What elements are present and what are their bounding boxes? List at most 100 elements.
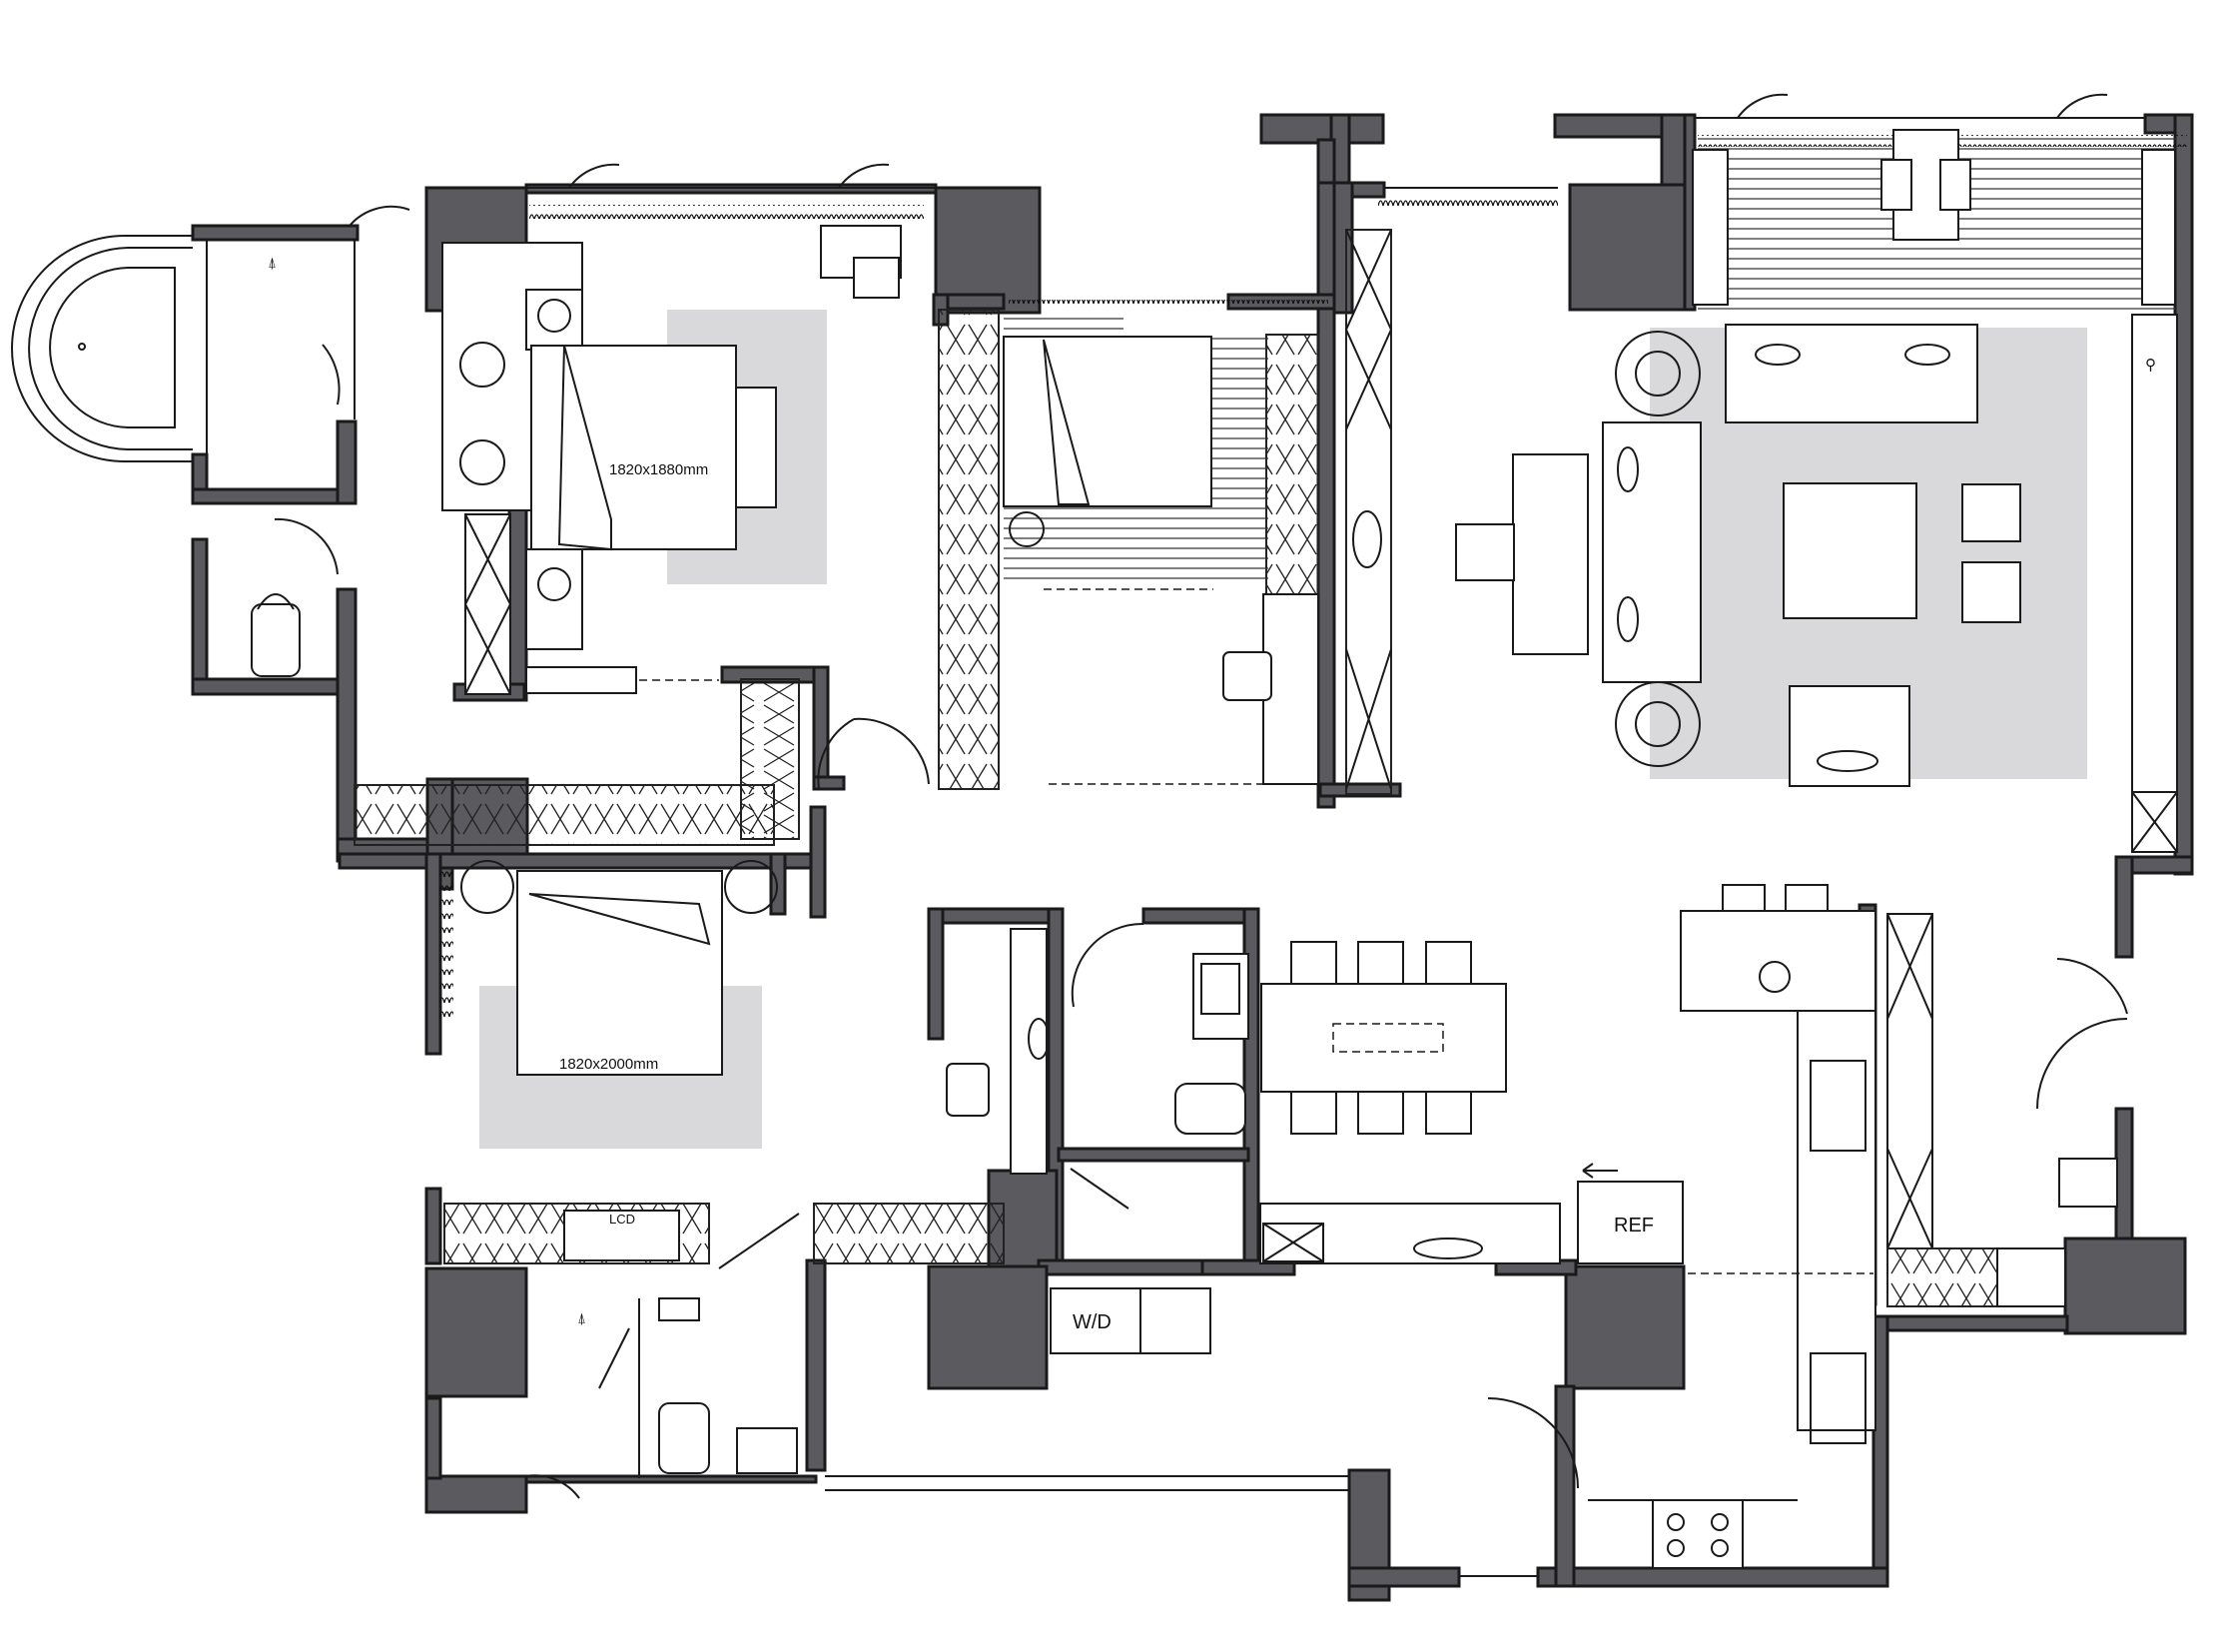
chair-icon <box>1425 941 1472 985</box>
desk <box>1512 453 1589 655</box>
master-bed <box>530 345 737 550</box>
corridor-wall-line <box>825 1475 1349 1491</box>
shoe-cabinet <box>2058 1158 2118 1208</box>
window-openings <box>349 93 2145 1499</box>
left-wardrobe <box>938 309 1000 790</box>
chair-icon <box>1425 1091 1472 1135</box>
door-swing <box>853 717 930 785</box>
wall-segment <box>1554 1384 1576 1588</box>
cabinet-cross <box>2131 791 2178 853</box>
chair-icon <box>1357 941 1404 985</box>
door-swing <box>1070 1168 1129 1210</box>
corner-wardrobe <box>740 678 800 840</box>
master-bedroom: 1820x1880mm <box>354 205 924 846</box>
side-table <box>1615 331 1701 416</box>
shower-head-icon: ⍋ <box>577 1310 586 1327</box>
table-runner <box>1332 1023 1444 1053</box>
sofa <box>1602 421 1702 683</box>
utility-sink <box>1139 1287 1211 1354</box>
column <box>424 1474 528 1514</box>
hall-wardrobe <box>813 1203 1005 1264</box>
wall-segment <box>1347 1566 1461 1588</box>
burner-icon <box>1667 1513 1685 1531</box>
armchair <box>1789 685 1910 787</box>
lamp-icon <box>1635 351 1681 397</box>
sink-basin <box>1810 1060 1866 1152</box>
kids-bedroom <box>853 200 1558 795</box>
bathtub-bay <box>11 235 193 462</box>
living-room: ⚲ <box>1455 129 2187 1208</box>
bar-stool <box>1785 884 1829 912</box>
linen-cabinet <box>1010 928 1048 1175</box>
shower-head-icon: ⍋ <box>268 255 277 272</box>
balcony-bench <box>2141 149 2176 306</box>
curtain <box>439 869 453 1019</box>
hallway-wardrobe <box>354 784 775 846</box>
side-table <box>460 860 514 914</box>
wall-segment <box>812 775 846 791</box>
master-bed-size-label: 1820x1880mm <box>609 461 708 478</box>
sofa <box>1725 324 1978 423</box>
built-in-shelves <box>1345 229 1392 795</box>
wall-segment <box>769 852 787 916</box>
door-swing <box>718 1213 800 1269</box>
sink-basin <box>1810 1352 1866 1444</box>
wall-segment <box>424 1396 442 1480</box>
tub-drain <box>78 343 86 351</box>
cushion-icon <box>1617 446 1639 492</box>
storage-cabinet <box>1996 1247 2066 1307</box>
wardrobe-column <box>464 513 511 695</box>
fridge <box>1577 1181 1684 1264</box>
second-bed-size-label: 1820x2000mm <box>559 1056 658 1073</box>
toilet <box>251 603 301 677</box>
bathtub <box>49 267 176 428</box>
wall-segment <box>1057 1147 1250 1163</box>
kitchen-counter <box>1797 1010 1876 1431</box>
wall-segment <box>2114 855 2134 959</box>
sink-basin <box>459 342 505 388</box>
wardrobe-cross <box>464 513 511 695</box>
toilet <box>658 1402 710 1474</box>
side-table <box>724 860 778 914</box>
door-swing <box>2056 958 2128 1015</box>
small-bath: ⍋ <box>577 1297 798 1478</box>
washer-dryer-label: W/D <box>1073 1311 1112 1333</box>
wall-segment <box>805 1258 827 1472</box>
cushion-icon <box>1817 750 1878 772</box>
window-swing <box>838 163 890 189</box>
coffee-table <box>1783 482 1917 619</box>
shelf-cross <box>1345 229 1392 790</box>
chair-icon <box>1290 1091 1337 1135</box>
balcony-bench <box>1692 149 1729 306</box>
lamp-icon <box>1635 701 1681 747</box>
wall-segment <box>191 224 360 242</box>
bed-bench <box>735 387 777 508</box>
wall-segment <box>424 1187 442 1265</box>
desk-chair <box>1222 651 1272 701</box>
curtain <box>1009 300 1328 312</box>
wall-segment <box>191 537 209 691</box>
wall-segment <box>927 907 945 1041</box>
island-counter <box>1680 910 1876 1012</box>
arrow-icon <box>1582 1163 1618 1179</box>
bay-inner-line <box>28 247 193 450</box>
lamp-icon <box>537 299 571 333</box>
tv-console <box>563 1210 680 1261</box>
desk <box>1262 593 1319 785</box>
lamp-icon <box>537 567 571 601</box>
second-bed <box>516 870 723 1076</box>
door-swing <box>2036 1018 2128 1110</box>
tv-label: LCD <box>609 1212 635 1227</box>
wall-segment <box>1316 181 1336 809</box>
wall-segment <box>809 805 827 919</box>
cabinet-cross <box>1262 1223 1324 1262</box>
chair-icon <box>1357 1091 1404 1135</box>
bed-fold <box>528 893 711 946</box>
hall-bath <box>946 922 1249 1210</box>
door-swing <box>1487 1397 1579 1489</box>
tall-cabinet <box>1886 913 1933 1249</box>
chair-icon <box>1880 159 1912 211</box>
bed-fold <box>557 345 612 551</box>
chair-icon <box>1939 159 1971 211</box>
